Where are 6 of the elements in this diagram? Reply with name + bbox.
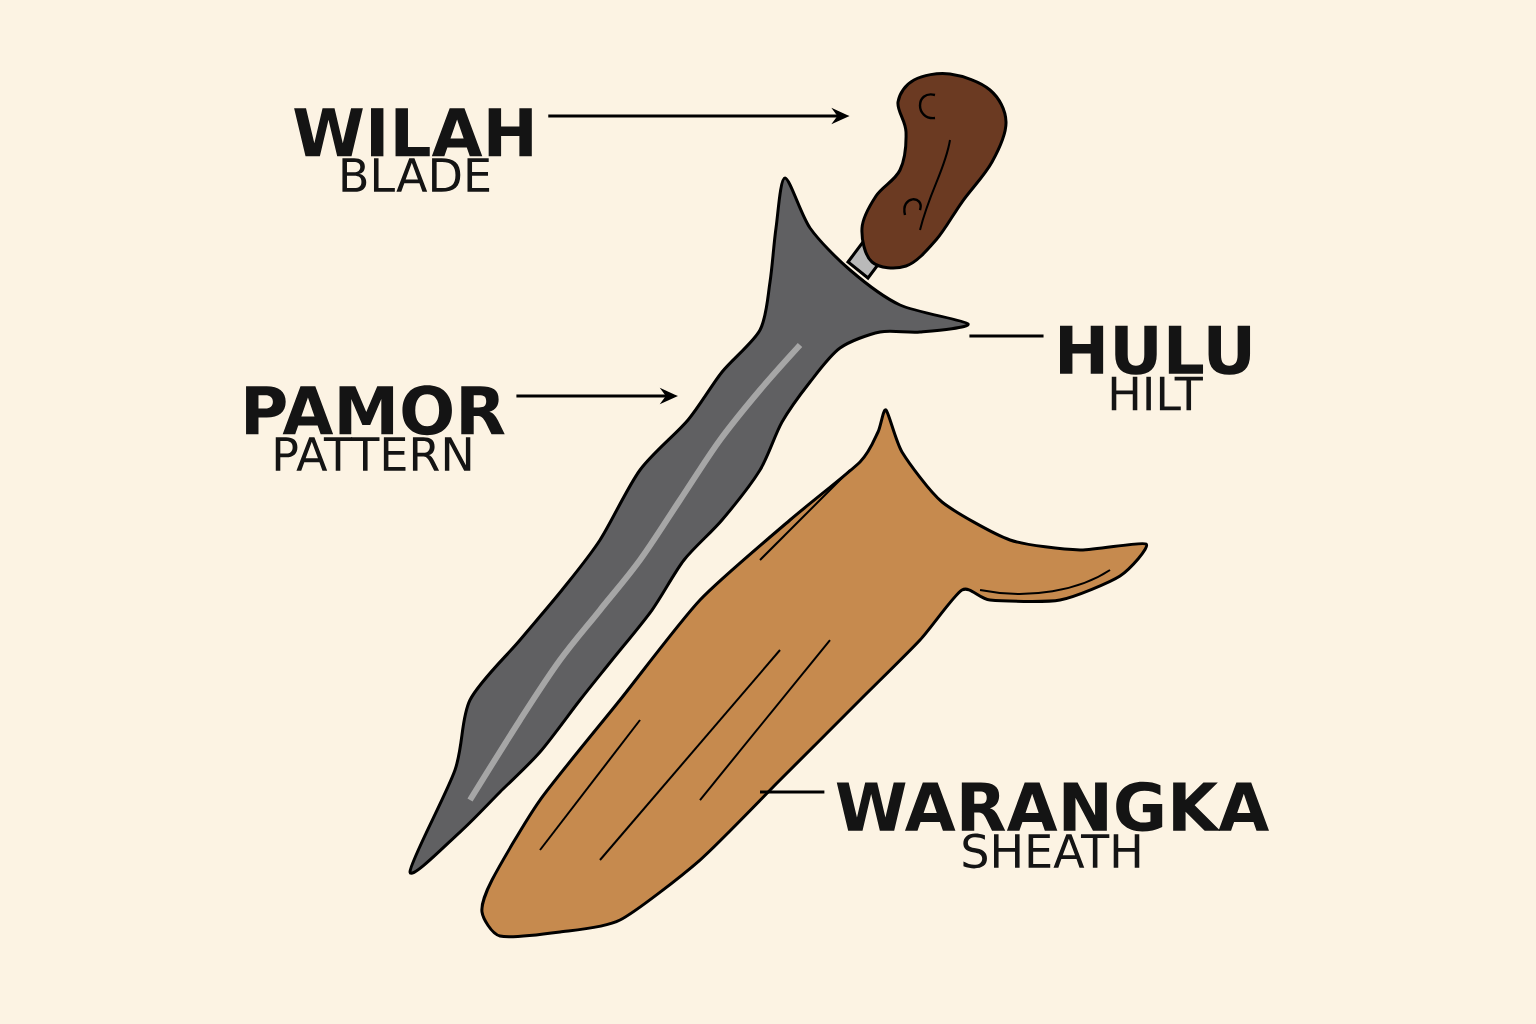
part-label: PAMOR PATTERN bbox=[246, 385, 505, 471]
part-label: HULU HILT bbox=[1060, 325, 1251, 411]
leader-line bbox=[969, 334, 1044, 338]
part-label: WARANGKA SHEATH bbox=[836, 781, 1269, 869]
part-label: WILAH BLADE bbox=[294, 108, 532, 192]
leader-line bbox=[760, 790, 825, 794]
